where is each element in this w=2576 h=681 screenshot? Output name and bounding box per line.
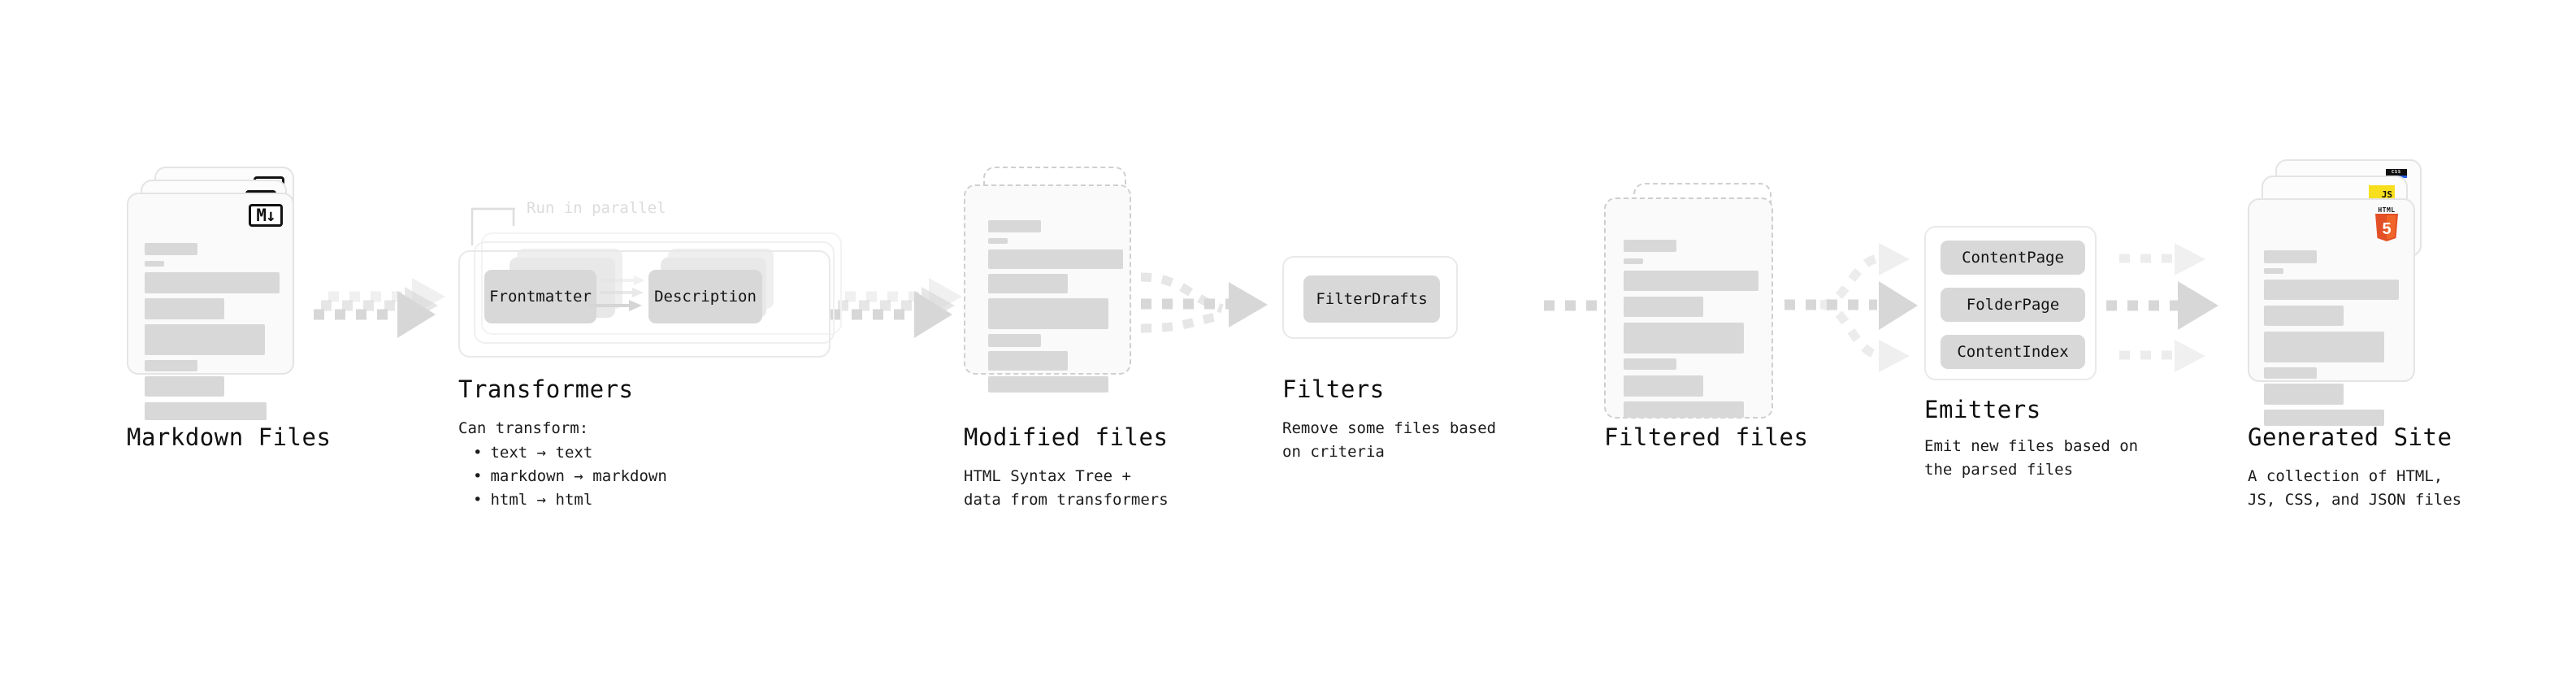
transformers-bullet-list: text → text markdown → markdown html → h… — [473, 441, 667, 512]
skeleton-bar — [1624, 323, 1744, 354]
transformers-group-front: Frontmatter Description — [458, 250, 830, 358]
skeleton-bar — [145, 243, 197, 255]
skeleton-bar — [2264, 280, 2399, 300]
stage-subtitle-transformers: Can transform: — [458, 419, 589, 437]
markdown-file-card-front: M↓ — [127, 193, 294, 420]
skeleton-bar — [2264, 410, 2384, 426]
transformer-chip-frontmatter[interactable]: Frontmatter — [484, 270, 596, 323]
stage-title-filters: Filters — [1282, 375, 1385, 403]
arrow-markdown-to-transformers — [314, 278, 445, 338]
stage-subtitle-emitters: Emit new files based on the parsed files — [1924, 437, 2139, 479]
emitter-chip-contentpage[interactable]: ContentPage — [1941, 241, 2085, 275]
run-in-parallel-note: Run in parallel — [527, 199, 666, 217]
skeleton-bar — [145, 324, 265, 355]
emitters-group: ContentPage FolderPage ContentIndex — [1924, 226, 2097, 380]
filtered-file-card-front — [1604, 197, 1773, 419]
arrow-modified-to-filters — [1140, 272, 1268, 333]
skeleton-bar — [145, 360, 197, 371]
javascript-logo-icon: JS — [2369, 185, 2395, 201]
stage-title-modified-files: Modified files — [964, 423, 1169, 451]
stage-title-emitters: Emitters — [1924, 396, 2041, 423]
stage-subtitle-filters: Remove some files based on criteria — [1282, 419, 1497, 461]
filter-chip-filterdrafts[interactable]: FilterDrafts — [1303, 275, 1440, 323]
skeleton-bar — [145, 402, 267, 420]
emitter-chip-folderpage[interactable]: FolderPage — [1941, 288, 2085, 322]
skeleton-bar — [1624, 297, 1703, 317]
arrow-transformers-to-modified — [830, 278, 962, 338]
skeleton-bar — [2264, 268, 2283, 274]
skeleton-bar — [145, 298, 224, 319]
stage-title-transformers: Transformers — [458, 375, 634, 403]
skeleton-bar — [2264, 306, 2344, 326]
svg-text:5: 5 — [2382, 220, 2391, 238]
skeleton-bar — [2264, 250, 2317, 263]
skeleton-bar — [145, 272, 280, 293]
skeleton-bar — [988, 249, 1123, 269]
skeleton-bar — [2264, 384, 2344, 405]
skeleton-bar — [988, 298, 1108, 329]
list-item: text → text — [473, 441, 667, 465]
skeleton-bar — [145, 261, 164, 267]
list-item: html → html — [473, 488, 667, 512]
transformer-chip-description[interactable]: Description — [648, 270, 762, 323]
skeleton-bar — [1624, 271, 1759, 291]
stage-title-filtered-files: Filtered files — [1604, 423, 1809, 451]
modified-file-card-front — [964, 184, 1131, 393]
skeleton-bar — [1624, 240, 1676, 252]
skeleton-bar — [145, 376, 224, 397]
stage-title-generated-site: Generated Site — [2248, 423, 2452, 451]
stage-subtitle-generated-site: A collection of HTML, JS, CSS, and JSON … — [2248, 467, 2462, 509]
filters-group: FilterDrafts — [1282, 256, 1458, 339]
skeleton-bar — [1624, 358, 1676, 370]
skeleton-bar — [2264, 367, 2317, 379]
arrow-filtered-to-emitters — [1785, 243, 1918, 372]
stage-subtitle-modified-files: HTML Syntax Tree + data from transformer… — [964, 467, 1169, 509]
skeleton-bar — [988, 376, 1108, 393]
arrow-emitters-to-site — [2106, 243, 2218, 372]
html5-logo-icon: HTML 5 — [2373, 206, 2400, 244]
skeleton-bar — [1624, 375, 1703, 397]
stage-title-markdown-files: Markdown Files — [127, 423, 332, 451]
skeleton-bar — [988, 238, 1008, 244]
emitter-chip-contentindex[interactable]: ContentIndex — [1941, 335, 2085, 369]
skeleton-bar — [988, 274, 1068, 293]
skeleton-bar — [2264, 332, 2384, 362]
skeleton-bar — [988, 351, 1068, 371]
generated-file-card-html: HTML 5 — [2248, 198, 2415, 426]
list-item: markdown → markdown — [473, 465, 666, 488]
skeleton-bar — [988, 334, 1041, 347]
skeleton-bar — [1624, 258, 1643, 264]
skeleton-bar — [1624, 401, 1744, 418]
skeleton-bar — [988, 220, 1041, 232]
markdown-logo-icon: M↓ — [249, 204, 283, 227]
